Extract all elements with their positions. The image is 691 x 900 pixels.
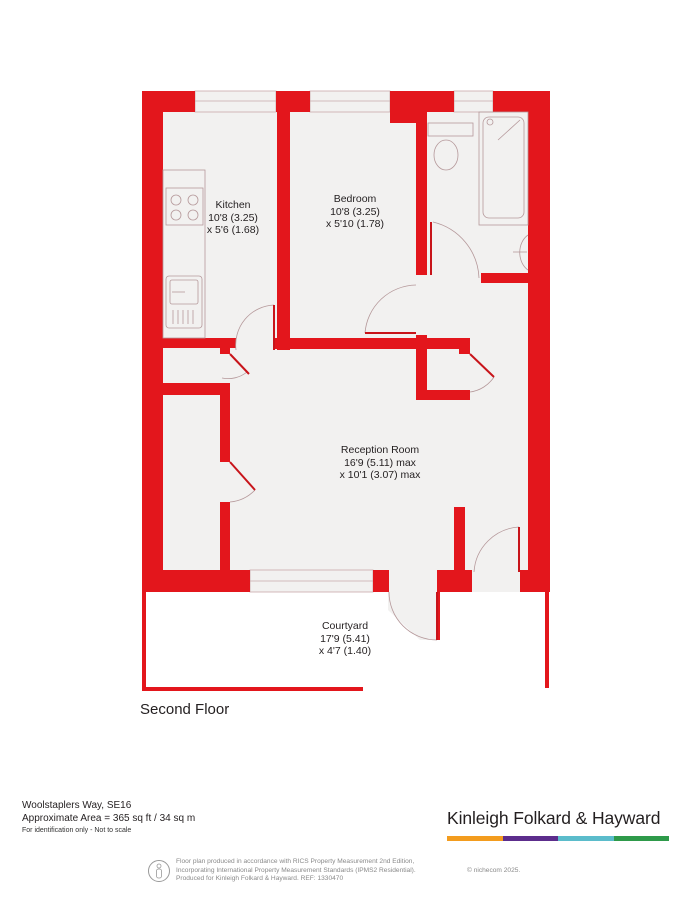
doors	[221, 221, 520, 641]
kitchen-door	[235, 304, 275, 351]
rics-person-icon	[148, 860, 170, 882]
bathroom-window	[453, 90, 494, 113]
brand-bar-purple	[502, 836, 558, 841]
closet-door	[229, 461, 256, 503]
room-label-bedroom: Bedroom 10'8 (3.25) x 5'10 (1.78)	[320, 193, 390, 231]
kitchen-cupboard-door	[221, 353, 250, 379]
courtyard-door	[388, 591, 438, 641]
basin-icon	[513, 234, 529, 271]
bathroom-door	[430, 221, 480, 279]
room-name: Courtyard	[321, 620, 369, 632]
brand-bar-teal	[558, 836, 614, 841]
fixtures	[162, 111, 529, 339]
footer-notes: Floor plan produced in accordance with R…	[176, 858, 416, 884]
reception-window	[249, 569, 374, 593]
brand-logo-text: Kinleigh Folkard & Hayward	[447, 808, 661, 828]
room-label-kitchen: Kitchen 10'8 (3.25) x 5'6 (1.68)	[204, 199, 262, 237]
property-address: Woolstaplers Way, SE16	[22, 800, 132, 811]
property-area: Approximate Area = 365 sq ft / 34 sq m	[22, 812, 196, 824]
kitchen-counter	[162, 169, 206, 339]
room-dim: 10'8 (3.25)	[330, 205, 380, 218]
brand-bar-orange	[447, 836, 503, 841]
room-dim: 17'9 (5.41)	[320, 632, 370, 645]
room-dim: x 10'1 (3.07) max	[339, 469, 421, 481]
room-dim: x 5'6 (1.68)	[206, 224, 260, 236]
floor-title: Second Floor	[140, 701, 230, 718]
room-name: Kitchen	[215, 199, 251, 211]
windows	[194, 90, 494, 593]
room-name: Reception Room	[340, 444, 420, 456]
brand-color-bar	[447, 836, 669, 841]
footer-line-3: Produced for Kinleigh Folkard & Hayward.…	[176, 875, 344, 882]
footer-copyright: © nichecom 2025.	[467, 867, 521, 874]
hob-icon	[165, 187, 204, 226]
room-dim: 10'8 (3.25)	[208, 211, 258, 224]
room-label-courtyard: Courtyard 17'9 (5.41) x 4'7 (1.40)	[313, 620, 377, 658]
room-label-reception: Reception Room 16'9 (5.11) max x 10'1 (3…	[330, 444, 430, 482]
footer-line-1: Floor plan produced in accordance with R…	[176, 858, 415, 865]
kitchen-window	[194, 90, 277, 113]
bedroom-door	[364, 284, 417, 334]
toilet-icon	[427, 122, 474, 171]
floor-fill	[142, 91, 550, 640]
sink-icon	[165, 275, 203, 329]
cupboard-door	[469, 353, 495, 393]
room-dim: 16'9 (5.11) max	[344, 456, 416, 469]
bedroom-window	[309, 90, 391, 113]
brand-bar-green	[613, 836, 669, 841]
footer-line-2: Incorporating International Property Mea…	[176, 866, 416, 874]
property-disclaimer: For identification only - Not to scale	[22, 827, 132, 834]
bath-icon	[478, 111, 529, 226]
walls	[142, 91, 550, 691]
room-dim: x 4'7 (1.40)	[318, 645, 372, 657]
room-name: Bedroom	[333, 193, 377, 205]
property-info: Woolstaplers Way, SE16 Approximate Area …	[22, 800, 195, 838]
front-door-right	[473, 526, 520, 573]
room-dim: x 5'10 (1.78)	[325, 218, 385, 230]
